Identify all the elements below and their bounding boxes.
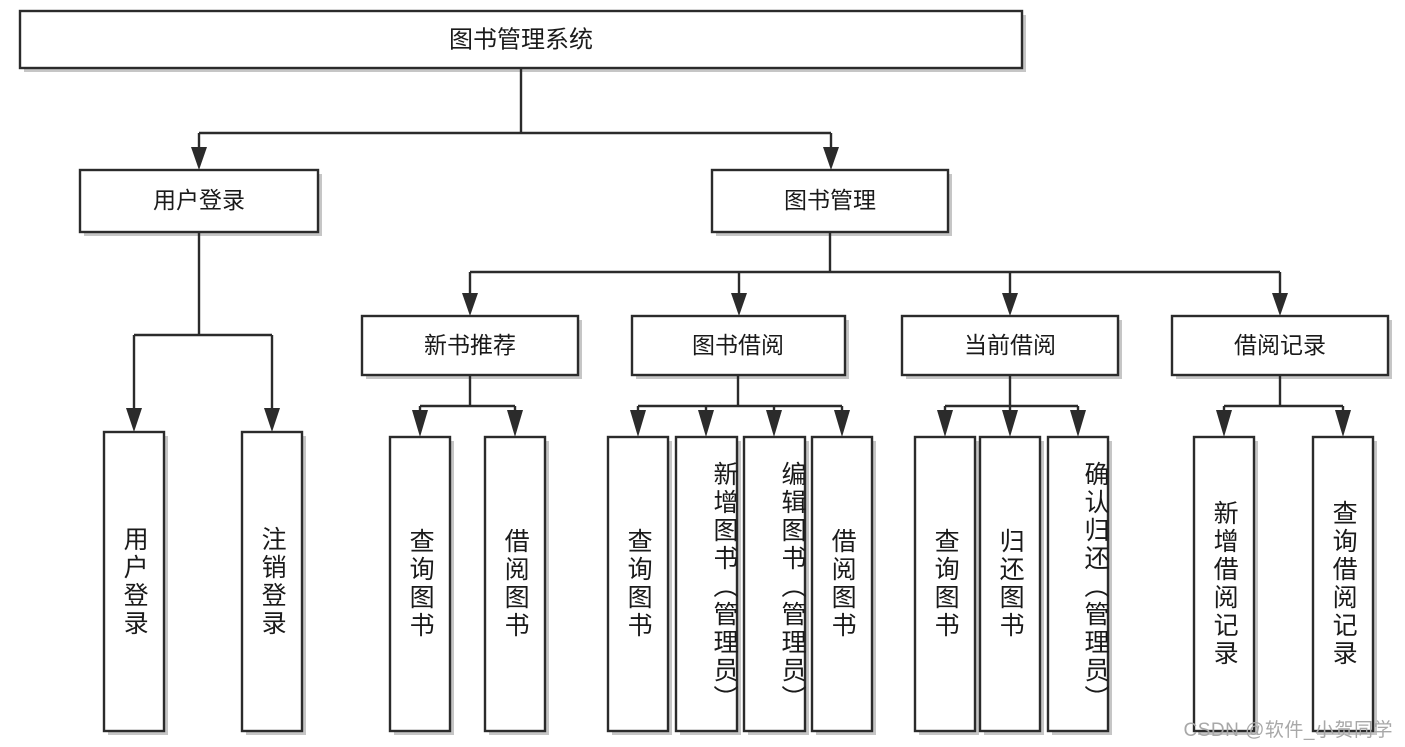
user-login-box[interactable]	[78, 168, 320, 234]
root-box[interactable]	[18, 9, 1024, 70]
leaf-newbook-borrow-label: 借阅图书	[501, 528, 530, 640]
book-borrow-box[interactable]	[630, 314, 847, 377]
leaf-bookborrow-edit-box[interactable]	[742, 435, 807, 733]
leaf-bookborrow-add-label: 新增图书（管理员）	[710, 461, 738, 713]
leaf-borrowrecord-query-label: 查询借阅记录	[1329, 500, 1358, 668]
leaf-bookborrow-add-box[interactable]	[674, 435, 739, 733]
node-new-book-recommend[interactable]: 新书推荐	[360, 314, 582, 379]
connector-userlogin-to-leaves	[126, 232, 280, 432]
arrow-bookborrow-leaf-1	[630, 410, 646, 437]
leaf-bookborrow-query[interactable]	[606, 435, 672, 735]
connector-borrowrecord-to-leaves	[1216, 375, 1351, 437]
leaf-borrowrecord-query[interactable]	[1311, 435, 1377, 735]
arrow-currentborrow-leaf-2	[1002, 410, 1018, 437]
arrow-borrow-record	[1272, 293, 1288, 316]
leaf-currentborrow-confirm-box[interactable]	[1046, 435, 1110, 733]
arrow-newbook-leaf-1	[412, 410, 428, 437]
arrow-leaf-user-login	[126, 408, 142, 432]
leaf-newbook-query-label: 查询图书	[406, 528, 435, 640]
leaf-borrowrecord-add-box[interactable]	[1192, 435, 1256, 733]
root-label: 图书管理系统	[449, 26, 593, 53]
current-borrow-label: 当前借阅	[964, 332, 1056, 358]
leaf-borrowrecord-add-label: 新增借阅记录	[1210, 500, 1239, 668]
arrow-borrowrecord-leaf-1	[1216, 410, 1232, 437]
arrow-new-book	[462, 293, 478, 316]
new-book-label: 新书推荐	[424, 332, 516, 358]
leaf-bookborrow-edit[interactable]	[742, 435, 809, 735]
leaf-bookborrow-query-label: 查询图书	[624, 528, 653, 640]
leaf-currentborrow-query-box[interactable]	[913, 435, 977, 733]
leaf-logout[interactable]	[240, 430, 306, 735]
arrow-book-mgmt	[823, 147, 839, 170]
leaf-currentborrow-query-label: 查询图书	[931, 528, 960, 640]
new-book-box[interactable]	[360, 314, 580, 377]
leaf-currentborrow-confirm[interactable]	[1046, 435, 1112, 735]
leaf-bookborrow-borrow-label: 借阅图书	[828, 528, 857, 640]
leaf-bookborrow-query-box[interactable]	[606, 435, 670, 733]
node-user-login[interactable]: 用户登录	[78, 168, 322, 236]
leaf-logout-label: 注销登录	[258, 525, 287, 638]
connector-newbook-to-leaves	[412, 375, 523, 437]
leaf-user-login[interactable]	[102, 430, 168, 735]
arrow-bookborrow-leaf-2	[698, 410, 714, 437]
leaf-bookborrow-borrow-box[interactable]	[810, 435, 874, 733]
leaf-user-login-box[interactable]	[102, 430, 166, 733]
node-book-management[interactable]: 图书管理	[710, 168, 952, 236]
leaf-currentborrow-return-label: 归还图书	[996, 528, 1025, 640]
leaf-newbook-query[interactable]	[388, 435, 454, 735]
book-mgmt-box[interactable]	[710, 168, 950, 234]
node-book-borrow[interactable]: 图书借阅	[630, 314, 849, 379]
connector-currentborrow-to-leaves	[937, 375, 1086, 437]
node-current-borrow[interactable]: 当前借阅	[900, 314, 1122, 379]
arrow-current-borrow	[1002, 293, 1018, 316]
current-borrow-box[interactable]	[900, 314, 1120, 377]
book-mgmt-label: 图书管理	[784, 187, 876, 213]
leaf-logout-box[interactable]	[240, 430, 304, 733]
leaf-borrowrecord-add[interactable]	[1192, 435, 1258, 735]
user-login-label: 用户登录	[153, 187, 245, 213]
arrow-bookborrow-leaf-3	[766, 410, 782, 437]
leaf-currentborrow-return[interactable]	[978, 435, 1044, 735]
arrow-book-borrow	[731, 293, 747, 316]
leaf-currentborrow-confirm-label: 确认归还（管理员）	[1081, 461, 1109, 713]
book-borrow-label: 图书借阅	[692, 332, 784, 358]
leaf-newbook-borrow-box[interactable]	[483, 435, 547, 733]
leaf-currentborrow-query[interactable]	[913, 435, 979, 735]
arrow-currentborrow-leaf-1	[937, 410, 953, 437]
leaf-newbook-borrow[interactable]	[483, 435, 549, 735]
borrow-record-label: 借阅记录	[1234, 332, 1326, 358]
connector-bookmgmt-to-level2	[462, 232, 1288, 316]
arrow-leaf-logout	[264, 408, 280, 432]
node-root[interactable]: 图书管理系统	[18, 9, 1026, 72]
arrow-borrowrecord-leaf-2	[1335, 410, 1351, 437]
leaf-borrowrecord-query-box[interactable]	[1311, 435, 1375, 733]
leaf-newbook-query-box[interactable]	[388, 435, 452, 733]
arrow-user-login	[191, 147, 207, 170]
node-borrow-record[interactable]: 借阅记录	[1170, 314, 1392, 379]
connector-root-to-level1	[191, 68, 839, 170]
leaf-bookborrow-borrow[interactable]	[810, 435, 876, 735]
arrow-currentborrow-leaf-3	[1070, 410, 1086, 437]
connector-bookborrow-to-leaves	[630, 375, 850, 437]
leaf-currentborrow-return-box[interactable]	[978, 435, 1042, 733]
leaf-user-login-label: 用户登录	[120, 525, 149, 638]
arrow-newbook-leaf-2	[507, 410, 523, 437]
leaf-bookborrow-add[interactable]	[674, 435, 741, 735]
borrow-record-box[interactable]	[1170, 314, 1390, 377]
leaf-bookborrow-edit-label: 编辑图书（管理员）	[778, 461, 806, 713]
arrow-bookborrow-leaf-4	[834, 410, 850, 437]
csdn-watermark: CSDN @软件_小贺同学	[1183, 720, 1393, 741]
